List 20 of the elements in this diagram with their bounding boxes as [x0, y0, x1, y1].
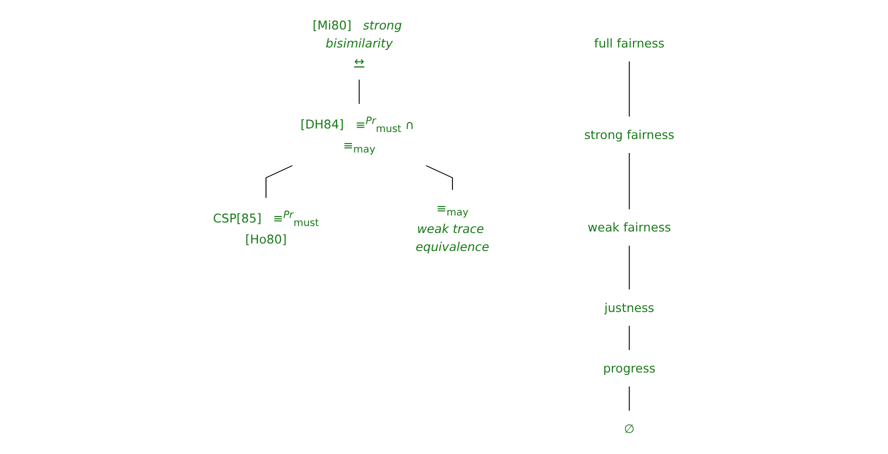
connector: [629, 61, 630, 118]
node-text: strong fairness: [584, 127, 675, 142]
node-text: weak fairness: [588, 220, 672, 235]
connector: [359, 79, 360, 104]
node-text: full fairness: [594, 36, 665, 51]
connector: [629, 245, 630, 290]
node-label: [Ho80]: [246, 232, 288, 246]
connector: [426, 165, 454, 190]
node-label: weak trace equivalence: [416, 221, 490, 254]
node-text: justness: [604, 300, 655, 315]
node-label: [DH84]: [300, 117, 344, 132]
node-text: ∅: [624, 422, 635, 436]
node-label: [Mi80]: [312, 18, 352, 32]
node-text: ≡$^{Pr}$$_{must}$ ∩ ≡$_{may}$: [343, 114, 414, 155]
connector: [629, 325, 630, 350]
node-text: ≡$_{may}$: [436, 200, 469, 218]
node-label: CSP[85]: [213, 211, 262, 226]
node-text: progress: [603, 360, 656, 376]
connector: [629, 152, 630, 210]
connector: [629, 386, 630, 412]
